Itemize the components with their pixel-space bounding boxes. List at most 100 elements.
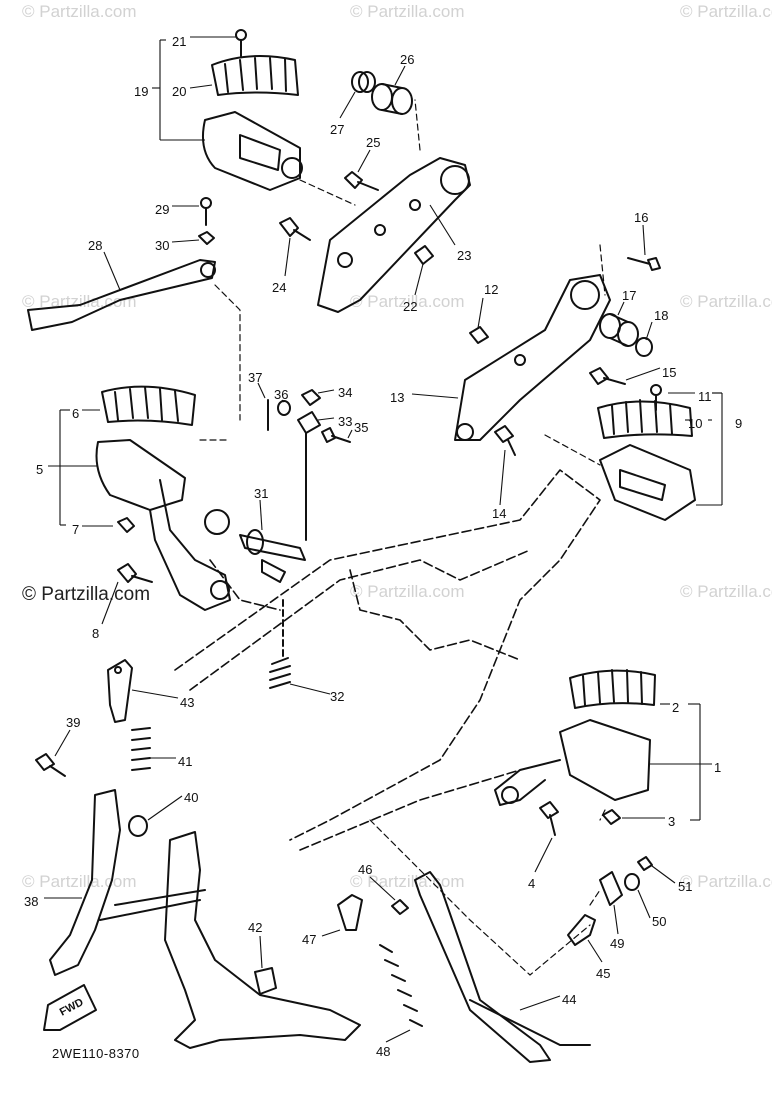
footrest-bracket-5 <box>95 439 231 611</box>
watermark: © Partzilla.com <box>680 872 772 891</box>
callout-21[interactable]: 21 <box>172 34 186 49</box>
callout-leader-49 <box>613 904 619 935</box>
callout-leader-46 <box>369 876 396 901</box>
callout-17[interactable]: 17 <box>622 288 636 303</box>
footrest-rubber-20 <box>211 55 299 96</box>
bolt-39 <box>35 753 66 777</box>
callout-40[interactable]: 40 <box>184 790 198 805</box>
callout-leader-35 <box>347 429 353 439</box>
callout-1[interactable]: 1 <box>714 760 721 775</box>
collar-18 <box>635 337 653 357</box>
callout-30[interactable]: 30 <box>155 238 169 253</box>
callout-44[interactable]: 44 <box>562 992 576 1007</box>
spring-32 <box>269 599 291 689</box>
callout-9[interactable]: 9 <box>735 416 742 431</box>
callout-5[interactable]: 5 <box>36 462 43 477</box>
bolt-7 <box>117 517 135 533</box>
callout-leader-31 <box>259 499 263 531</box>
callout-48[interactable]: 48 <box>376 1044 390 1059</box>
footrest-bracket-1 <box>494 719 651 806</box>
watermark: © Partzilla.com <box>22 872 137 891</box>
callout-leader-30 <box>171 239 200 243</box>
callout-27[interactable]: 27 <box>330 122 344 137</box>
callout-leader-28 <box>103 251 121 291</box>
callout-leader-15 <box>625 367 661 381</box>
callout-8[interactable]: 8 <box>92 626 99 641</box>
callout-26[interactable]: 26 <box>400 52 414 67</box>
callout-50[interactable]: 50 <box>652 914 666 929</box>
fwd-arrow <box>43 984 97 1031</box>
callout-28[interactable]: 28 <box>88 238 102 253</box>
callout-42[interactable]: 42 <box>248 920 262 935</box>
side-stand-44 <box>414 871 591 1063</box>
callout-35[interactable]: 35 <box>354 420 368 435</box>
callout-36[interactable]: 36 <box>274 387 288 402</box>
nut-51 <box>637 856 653 871</box>
callout-leader-17 <box>617 301 625 316</box>
callout-leader-25 <box>357 149 371 173</box>
callout-15[interactable]: 15 <box>662 365 676 380</box>
callout-13[interactable]: 13 <box>390 390 404 405</box>
frame-outline <box>174 469 601 851</box>
callout-11[interactable]: 11 <box>698 389 712 404</box>
bolt-24 <box>279 217 311 241</box>
callout-10[interactable]: 10 <box>688 416 702 431</box>
watermark: © Partzilla.com <box>680 2 772 21</box>
nut-46 <box>391 899 409 915</box>
callout-12[interactable]: 12 <box>484 282 498 297</box>
callout-leader-47 <box>321 929 341 937</box>
callout-23[interactable]: 23 <box>457 248 471 263</box>
callout-leader-33 <box>317 417 335 421</box>
footrest-bracket-19 <box>202 111 303 191</box>
callout-47[interactable]: 47 <box>302 932 316 947</box>
callout-34[interactable]: 34 <box>338 385 352 400</box>
callout-24[interactable]: 24 <box>272 280 286 295</box>
callout-6[interactable]: 6 <box>72 406 79 421</box>
bracket-23 <box>317 157 471 313</box>
callout-2[interactable]: 2 <box>672 700 679 715</box>
callout-22[interactable]: 22 <box>403 299 417 314</box>
callout-46[interactable]: 46 <box>358 862 372 877</box>
callout-43[interactable]: 43 <box>180 695 194 710</box>
callout-4[interactable]: 4 <box>528 876 535 891</box>
callout-45[interactable]: 45 <box>596 966 610 981</box>
callout-18[interactable]: 18 <box>654 308 668 323</box>
callout-leader-4 <box>534 837 553 873</box>
callout-29[interactable]: 29 <box>155 202 169 217</box>
watermark: © Partzilla.com <box>350 582 465 601</box>
callout-31[interactable]: 31 <box>254 486 268 501</box>
bolt-21 <box>235 29 247 57</box>
bolt-11 <box>650 384 662 411</box>
callout-51[interactable]: 51 <box>678 879 692 894</box>
callout-14[interactable]: 14 <box>492 506 506 521</box>
callout-20[interactable]: 20 <box>172 84 186 99</box>
joint-33 <box>297 411 321 541</box>
bolt-16 <box>627 257 661 271</box>
callout-49[interactable]: 49 <box>610 936 624 951</box>
callout-leader-37 <box>257 382 266 399</box>
collar-26 <box>371 83 413 115</box>
callout-7[interactable]: 7 <box>72 522 79 537</box>
callout-leader-8 <box>101 581 119 625</box>
callout-16[interactable]: 16 <box>634 210 648 225</box>
footrest-bracket-9 <box>599 444 696 521</box>
callout-leader-22 <box>414 263 424 296</box>
callout-leader-48 <box>385 1029 411 1043</box>
callout-leader-36 <box>281 399 285 403</box>
callout-3[interactable]: 3 <box>668 814 675 829</box>
callout-39[interactable]: 39 <box>66 715 80 730</box>
callout-leader-40 <box>147 795 183 821</box>
callout-19[interactable]: 19 <box>134 84 148 99</box>
callout-41[interactable]: 41 <box>178 754 192 769</box>
callout-leader-16 <box>642 224 646 256</box>
leader-lines <box>199 99 606 976</box>
bracket-47 <box>337 894 363 931</box>
callout-32[interactable]: 32 <box>330 689 344 704</box>
callout-25[interactable]: 25 <box>366 135 380 150</box>
collar-40 <box>128 815 148 837</box>
callout-leader-27 <box>339 91 356 119</box>
callout-33[interactable]: 33 <box>338 414 352 429</box>
callout-37[interactable]: 37 <box>248 370 262 385</box>
callout-38[interactable]: 38 <box>24 894 38 909</box>
